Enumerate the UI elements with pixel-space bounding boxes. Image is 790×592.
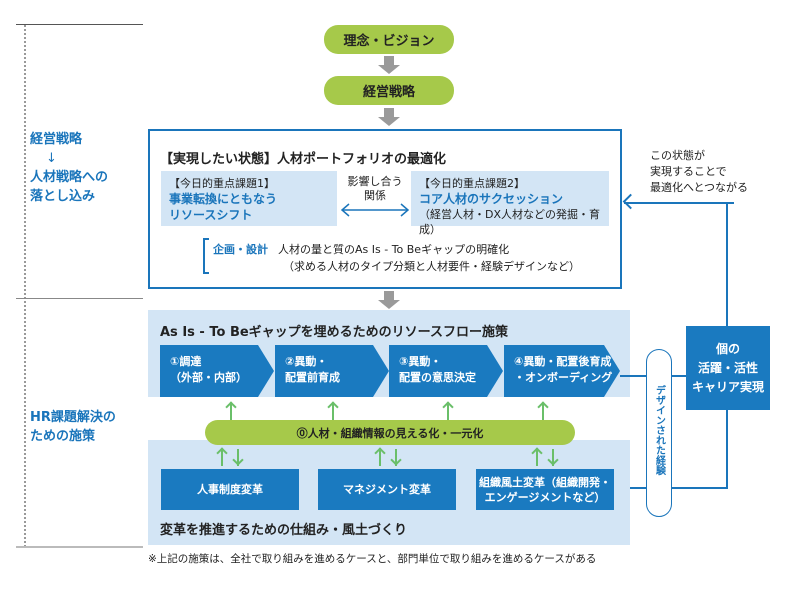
rail-dotted-line xyxy=(24,25,26,547)
down-arrow-icon: ↓ xyxy=(46,151,57,166)
up-arrow-icon xyxy=(374,447,386,466)
reform-hr-system: 人事制度変革 xyxy=(161,469,299,510)
step-line: 配置前育成 xyxy=(285,371,340,384)
down-arrow-icon xyxy=(390,448,402,466)
rail-section-strategy: 経営戦略 ↓ 人材戦略への 落とし込み xyxy=(30,130,108,206)
issue-tag: 【今日的重点課題2】 xyxy=(419,177,525,190)
reform-management: マネジメント変革 xyxy=(318,469,456,510)
step-line: ・オンボーディング xyxy=(514,371,613,384)
plan-text: （求める人材のタイプ分類と人材要件・経験デザインなど） xyxy=(283,260,580,273)
plan-bracket xyxy=(203,238,209,274)
issue-main: リソースシフト xyxy=(169,208,253,222)
rail-bottom-line xyxy=(16,546,143,548)
step-line: ④異動・配置後育成 xyxy=(514,355,612,368)
reform-line: マネジメント変革 xyxy=(343,483,431,496)
plan-text: 人材の量と質のAs Is - To Beギャップの明確化 xyxy=(278,243,510,256)
note-line: 最適化へとつながる xyxy=(650,181,749,194)
down-arrow-icon xyxy=(378,108,400,126)
flow-step-4: ④異動・配置後育成 ・オンボーディング xyxy=(504,345,620,397)
feedback-line xyxy=(726,202,728,326)
up-arrow-icon xyxy=(537,401,549,420)
rail-label-line: 人材戦略への xyxy=(30,170,109,185)
feedback-line xyxy=(624,202,734,204)
culture-title: 変革を推進するための仕組み・風土づくり xyxy=(160,523,408,538)
up-arrow-icon xyxy=(327,401,339,420)
visibility-band: ⓪人材・組織情報の見える化・一元化 xyxy=(205,420,575,445)
rail-divider xyxy=(16,298,143,299)
rail-section-hr: HR課題解決の ための施策 xyxy=(30,408,116,446)
reform-line: 組織風土変革（組織開発・ xyxy=(479,475,611,489)
up-arrow-icon xyxy=(225,401,237,420)
step-line: ②異動・ xyxy=(285,355,328,368)
rail-label-line: 経営戦略 xyxy=(30,132,83,147)
step-line: ①調達 xyxy=(170,355,202,368)
feedback-note: この状態が 実現することで 最適化へとつながる xyxy=(650,148,748,196)
vision-pill: 理念・ビジョン xyxy=(324,25,454,54)
flow-step-1: ①調達 （外部・内部） xyxy=(160,345,274,397)
issue-box-1: 【今日的重点課題1】 事業転換にともなう リソースシフト xyxy=(161,171,337,226)
issue-main: 事業転換にともなう xyxy=(169,192,278,206)
flow-step-2: ②異動・ 配置前育成 xyxy=(275,345,389,397)
strategy-pill: 経営戦略 xyxy=(324,76,454,105)
down-arrow-icon xyxy=(378,291,400,309)
up-arrow-icon xyxy=(531,447,543,466)
career-line: 個の xyxy=(715,341,740,356)
designed-experience-capsule xyxy=(646,349,672,517)
issue-main: コア人材のサクセッション xyxy=(419,192,564,206)
note-line: 実現することで xyxy=(650,165,727,178)
reform-line: エンゲージメントなど） xyxy=(484,490,606,504)
step-line: 配置の意思決定 xyxy=(399,371,476,384)
issue-box-2: 【今日的重点課題2】 コア人材のサクセッション （経営人材・DX人材などの発掘・… xyxy=(411,171,609,236)
down-arrow-icon xyxy=(378,56,400,74)
career-line: 活躍・活性 xyxy=(697,360,758,375)
ideal-state-title: 【実現したい状態】人材ポートフォリオの最適化 xyxy=(160,152,447,167)
up-arrow-icon xyxy=(442,401,454,420)
designed-experience-label: デザインされた経験 xyxy=(653,385,665,475)
relation-line: 影響し合う xyxy=(347,175,403,188)
reform-org-culture: 組織風土変革（組織開発・ エンゲージメントなど） xyxy=(476,469,614,510)
plan-label: 企画・設計 xyxy=(213,243,268,256)
resource-flow-title: As Is - To Beギャップを埋めるためのリソースフロー施策 xyxy=(160,325,509,340)
relation-line: 関係 xyxy=(364,189,386,202)
left-arrow-icon xyxy=(622,193,639,210)
career-line: キャリア実現 xyxy=(691,379,764,394)
rail-top-line xyxy=(16,24,143,25)
issue-sub: （経営人材・DX人材などの発掘・育成） xyxy=(419,208,601,236)
step-line: ③異動・ xyxy=(399,355,442,368)
note-line: この状態が xyxy=(650,149,705,162)
rail-label-line: ための施策 xyxy=(30,429,96,444)
rail-label-line: HR課題解決の xyxy=(30,410,116,425)
bidirectional-arrow-icon xyxy=(340,203,410,217)
down-arrow-icon xyxy=(547,448,559,466)
connector-line xyxy=(630,487,728,489)
reform-line: 人事制度変革 xyxy=(197,483,263,496)
rail-label-line: 落とし込み xyxy=(30,189,96,204)
up-arrow-icon xyxy=(216,447,228,466)
connector-line xyxy=(726,410,728,489)
step-line: （外部・内部） xyxy=(170,371,247,384)
relation-label: 影響し合う 関係 xyxy=(340,175,410,203)
flow-step-3: ③異動・ 配置の意思決定 xyxy=(389,345,503,397)
footnote: ※上記の施策は、全社で取り組みを進めるケースと、部門単位で取り組みを進めるケース… xyxy=(148,553,597,565)
down-arrow-icon xyxy=(232,448,244,466)
career-box: 個の 活躍・活性 キャリア実現 xyxy=(686,326,770,410)
issue-tag: 【今日的重点課題1】 xyxy=(169,177,275,190)
